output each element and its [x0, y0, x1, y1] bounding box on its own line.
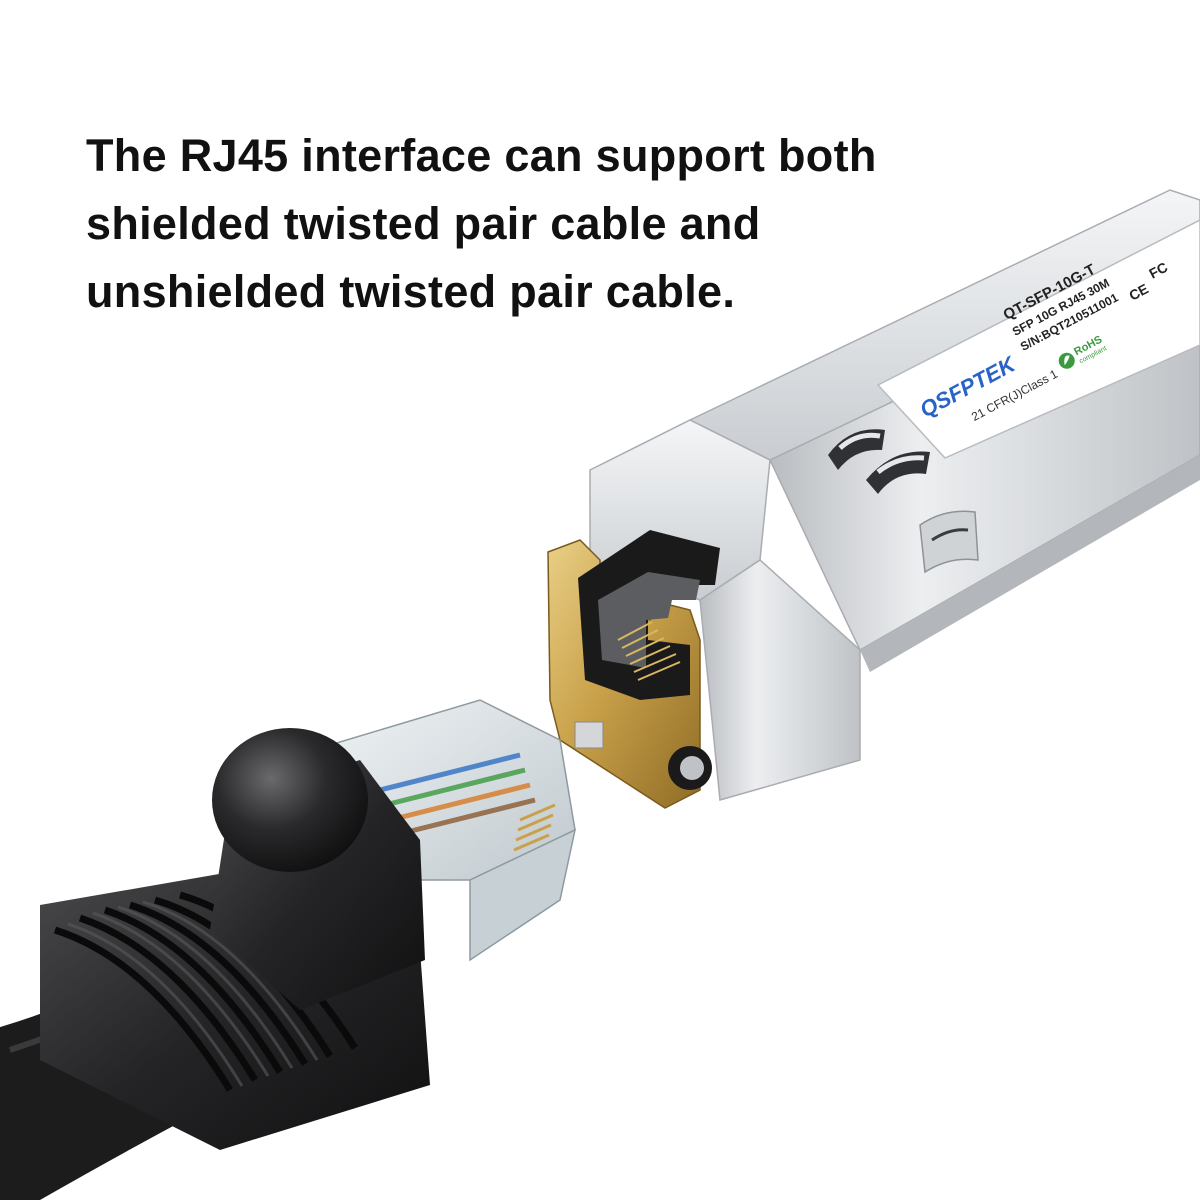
headline-line-3: unshielded twisted pair cable.: [86, 266, 736, 317]
headline-line-2: shielded twisted pair cable and: [86, 198, 761, 249]
plug-latch-cover: [212, 728, 368, 872]
latch-slots: [828, 429, 930, 494]
ethernet-cable: [0, 699, 577, 1200]
sfp-module: QSFPTEK QT-SFP-10G-T SFP 10G RJ45 30M S/…: [547, 189, 1200, 809]
side-clip: [919, 510, 979, 574]
headline-line-1: The RJ45 interface can support both: [86, 130, 877, 181]
rj45-jack: [547, 530, 720, 809]
fcc-mark: FC: [1146, 259, 1170, 282]
module-label-plate: [876, 219, 1200, 459]
headline: The RJ45 interface can support both shie…: [86, 122, 1086, 326]
